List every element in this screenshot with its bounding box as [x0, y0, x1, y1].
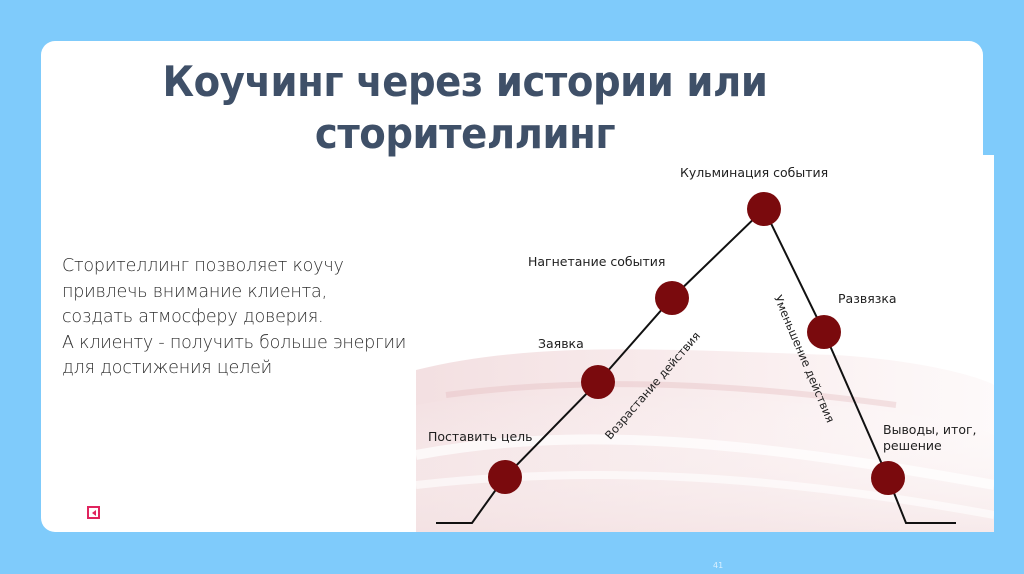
arc-lines — [436, 192, 956, 524]
node-label-climax: Кульминация события — [680, 165, 829, 180]
story-arc-diagram: Поставить цель Заявка Нагнетание события… — [416, 155, 994, 532]
node-label-conclusion: Выводы, итог, решение — [883, 422, 977, 454]
node-circle — [655, 281, 689, 315]
node-label-application: Заявка — [538, 336, 584, 351]
body-line: создать атмосферу доверия. — [62, 307, 324, 327]
title-line-1: Коучинг через истории или — [162, 57, 768, 106]
node-label-buildup: Нагнетание события — [528, 254, 666, 269]
page-number: 41 — [713, 561, 724, 570]
node-circle — [488, 460, 522, 494]
title-line-2: сторителлинг — [314, 109, 616, 158]
node-circle — [581, 365, 615, 399]
slide-body-text: Сторителлинг позволяет коучу привлечь вн… — [62, 254, 442, 382]
body-line: для достижения целей — [62, 358, 272, 378]
node-label-resolution: Развязка — [838, 291, 897, 306]
node-circle — [807, 315, 841, 349]
body-line: А клиенту - получить больше энергии — [62, 332, 407, 353]
conclusion-line-2: решение — [883, 438, 942, 453]
slide-title: Коучинг через истории или сторителлинг — [75, 56, 855, 160]
node-circle — [871, 461, 905, 495]
node-label-goal: Поставить цель — [428, 429, 533, 444]
decorative-background — [416, 349, 994, 532]
body-line: привлечь внимание клиента, — [62, 281, 327, 302]
body-line: Сторителлинг позволяет коучу — [62, 256, 344, 276]
node-circle — [747, 192, 781, 226]
chevron-left-square-icon — [87, 506, 100, 519]
conclusion-line-1: Выводы, итог, — [883, 422, 977, 437]
